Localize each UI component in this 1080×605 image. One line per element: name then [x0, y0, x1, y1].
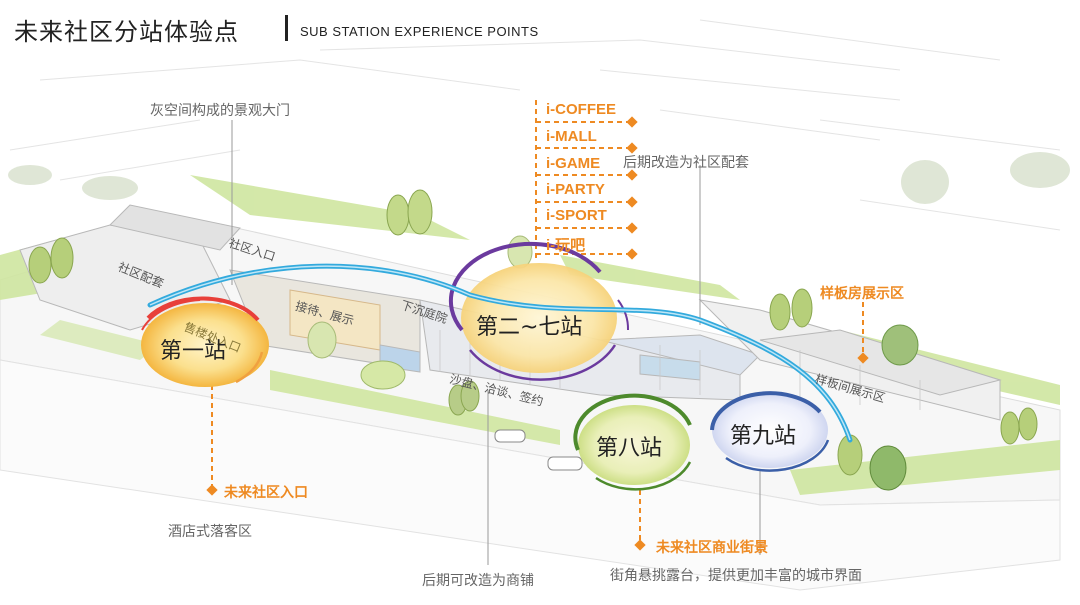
tree	[769, 288, 813, 331]
title-divider	[285, 15, 288, 41]
feature-game: i-GAME	[546, 155, 601, 172]
annotation-corner-terrace: 街角悬挑露台，提供更加丰富的城市界面	[610, 568, 862, 584]
feature-mall: i-MALL	[546, 128, 597, 145]
tree	[869, 445, 907, 491]
annotation-later-community: 后期改造为社区配套	[623, 155, 749, 171]
feature-sport: i-SPORT	[546, 207, 607, 224]
station-9-marker	[710, 391, 830, 472]
feature-party: i-PARTY	[546, 181, 605, 198]
tree	[881, 324, 919, 366]
station-8-marker	[573, 393, 692, 491]
tree	[448, 380, 480, 416]
feature-play: i-玩吧	[546, 237, 586, 254]
annotation-gate: 灰空间构成的景观大门	[150, 103, 290, 119]
station-1-label: 第一站	[160, 339, 227, 364]
annotation-entrance: 未来社区入口	[224, 485, 308, 501]
feature-coffee: i-COFFEE	[546, 101, 616, 118]
station-8-label: 第八站	[596, 436, 663, 461]
page-title: 未来社区分站体验点	[14, 18, 239, 46]
station-2-7-marker	[448, 241, 630, 381]
leader-lines	[231, 120, 761, 565]
annotation-hotel-dropoff: 酒店式落客区	[168, 524, 252, 540]
tree	[507, 235, 533, 269]
tree	[307, 321, 337, 359]
annotation-later-shops: 后期可改造为商铺	[422, 573, 534, 589]
tree	[28, 237, 74, 284]
route-path-inner	[149, 265, 851, 441]
tree	[360, 360, 406, 390]
tree	[386, 189, 433, 236]
station-1-marker	[141, 296, 269, 387]
orange-leaders	[211, 100, 864, 545]
annotation-commercial-street: 未来社区商业街景	[656, 540, 768, 556]
annotation-model-house: 样板房展示区	[820, 286, 904, 302]
trees	[28, 189, 1038, 491]
station-9-label: 第九站	[730, 424, 797, 449]
tree	[1000, 407, 1038, 445]
station-2-7-label: 第二~七站	[476, 315, 583, 340]
page-subtitle: SUB STATION EXPERIENCE POINTS	[300, 24, 539, 39]
distant-trees	[8, 152, 1070, 204]
cars	[494, 429, 583, 471]
background-linework	[9, 19, 1061, 231]
